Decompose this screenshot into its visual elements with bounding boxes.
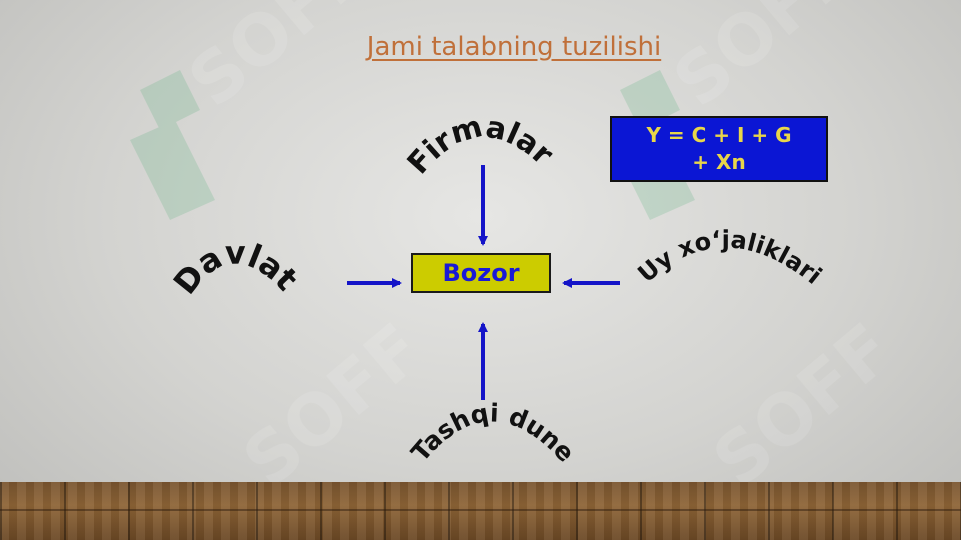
market-label: Bozor <box>442 259 520 287</box>
svg-text:Uy xo‘jaliklari: Uy xo‘jaliklari <box>633 225 827 289</box>
wood-floor <box>0 482 961 540</box>
svg-text:Davlat: Davlat <box>166 234 306 302</box>
formula-line-2: + Xn <box>692 150 746 174</box>
slide-title: Jami talabning tuzilishi <box>366 32 662 62</box>
source-uy-xojaliklari: Uy xo‘jaliklari <box>633 225 827 289</box>
svg-text:Firmalar: Firmalar <box>401 109 560 181</box>
floor-seam <box>0 509 961 511</box>
svg-text:Tashqi dune: Tashqi dune <box>406 398 581 467</box>
source-firmalar: Firmalar <box>401 109 560 181</box>
formula-line-1: Y = C + I + G <box>646 123 792 147</box>
source-davlat: Davlat <box>166 234 306 302</box>
market-box: Bozor <box>411 253 551 293</box>
source-tashqi-dune: Tashqi dune <box>406 398 581 467</box>
formula-box: Y = C + I + G + Xn <box>610 116 828 182</box>
